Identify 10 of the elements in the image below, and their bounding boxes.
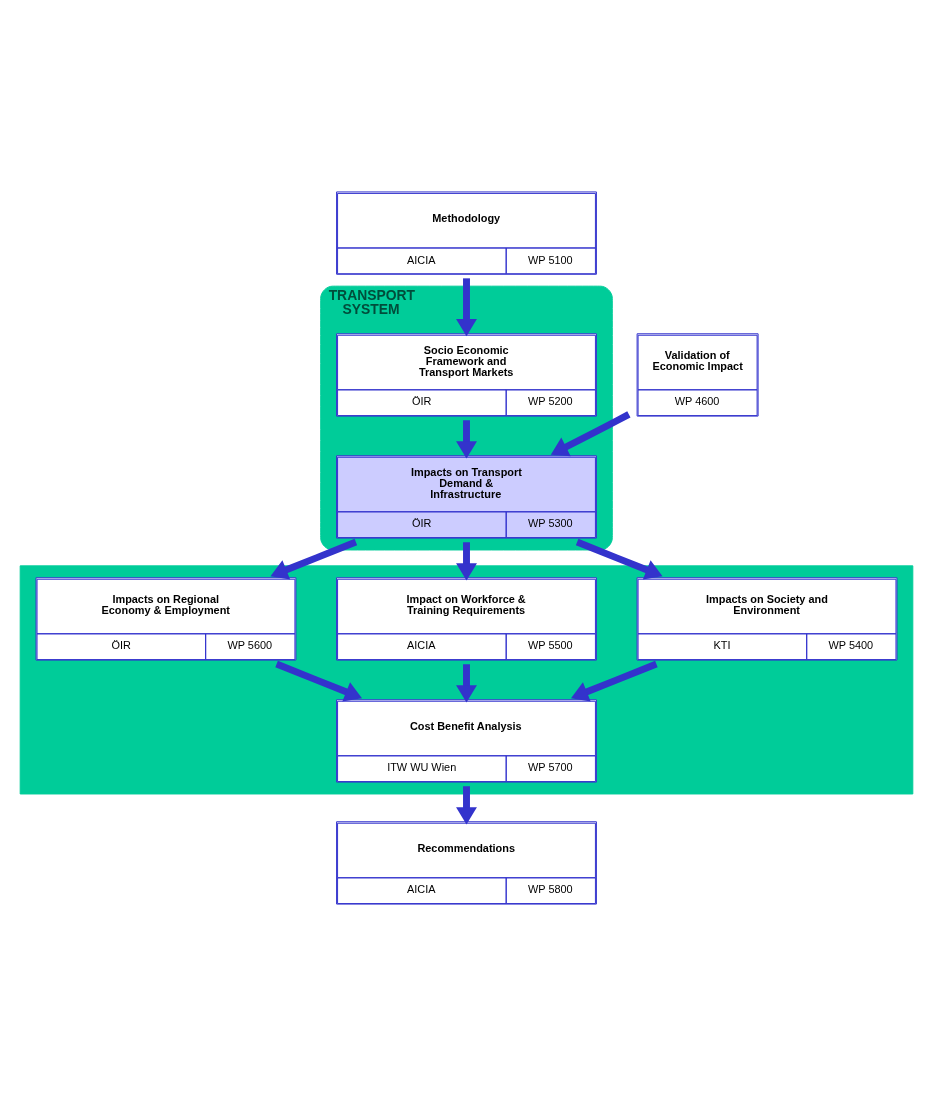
arrow <box>270 538 358 580</box>
arrow <box>570 660 658 702</box>
arrow <box>456 663 477 702</box>
arrow <box>275 660 363 702</box>
arrow <box>456 785 477 824</box>
arrow <box>550 410 631 456</box>
arrow <box>456 419 477 458</box>
arrow <box>456 277 477 336</box>
arrow <box>575 538 663 580</box>
arrow <box>456 541 477 580</box>
